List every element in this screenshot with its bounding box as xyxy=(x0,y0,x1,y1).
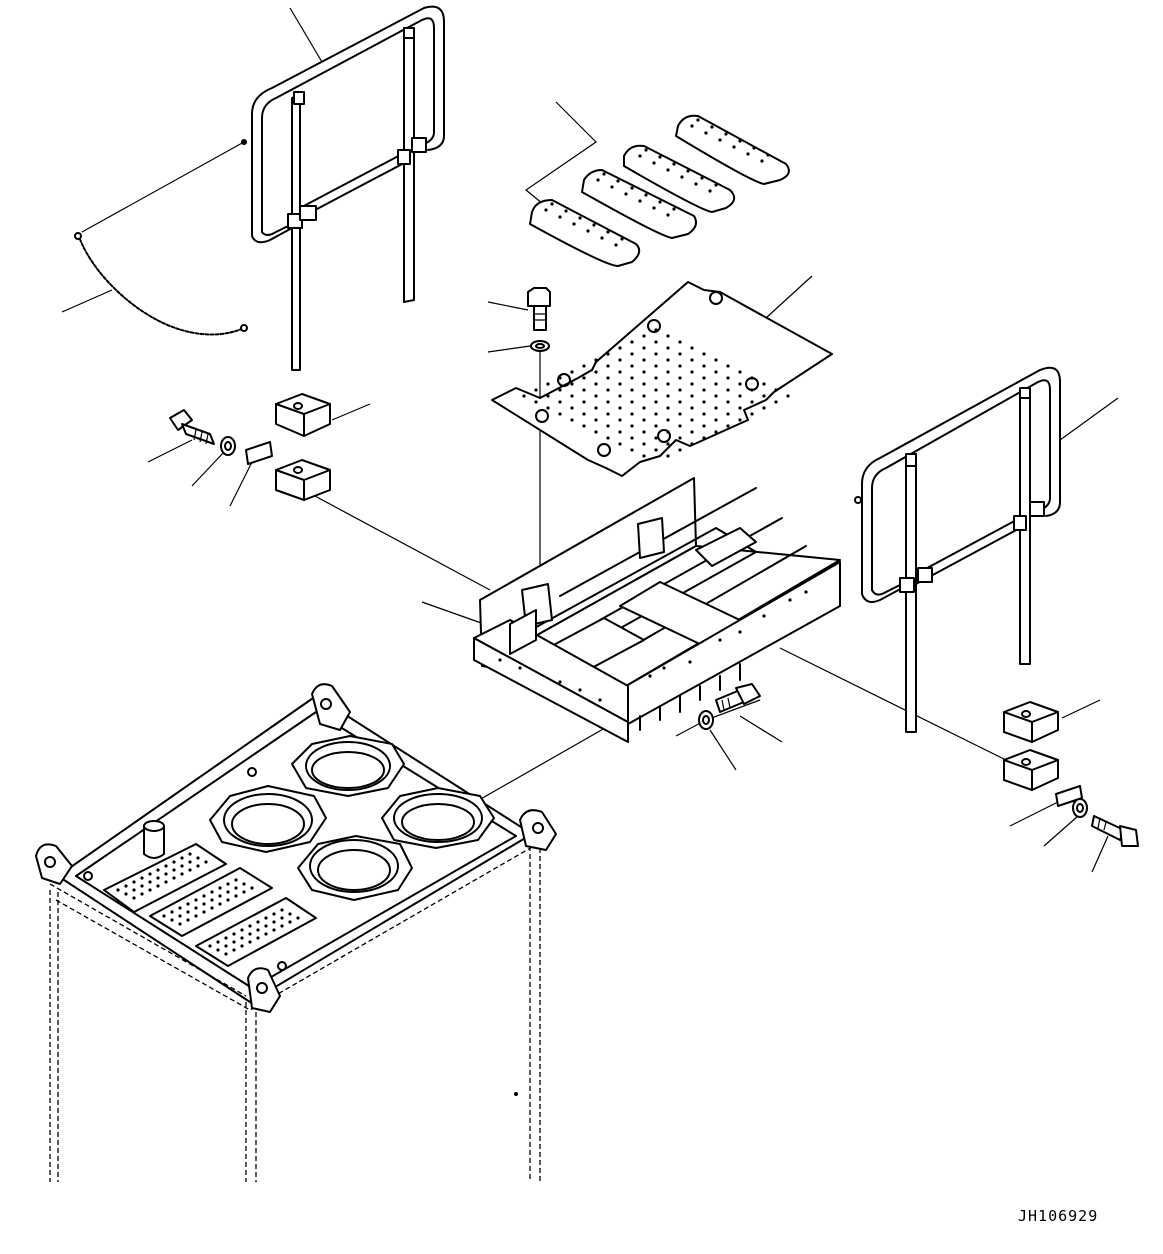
deck-plate-holes xyxy=(116,852,300,956)
leader-top-washer xyxy=(487,345,531,353)
deck-plate-3 xyxy=(195,897,317,967)
right-washer xyxy=(1072,798,1088,818)
right-bolt xyxy=(1091,815,1139,847)
left-mounting-block-lower xyxy=(275,459,331,501)
leader-right-washer xyxy=(1043,815,1079,847)
step-plate-3 xyxy=(623,144,736,213)
deck-plate-1 xyxy=(103,843,227,913)
top-washer xyxy=(530,340,550,352)
left-washer xyxy=(220,436,236,456)
drawing-id-label: JH106929 xyxy=(1018,1207,1099,1225)
swing-ring-2 xyxy=(209,785,327,853)
leader-frame xyxy=(421,601,485,625)
leader-top-bolt xyxy=(487,301,529,311)
leader-right-bolt xyxy=(1091,835,1109,873)
leader-left-block xyxy=(331,403,371,421)
left-mounting-block-upper xyxy=(275,393,331,437)
leader-left-bolt xyxy=(147,439,193,463)
leader-frame-bolt xyxy=(739,715,783,743)
left-plate xyxy=(245,441,273,465)
assembly-lines xyxy=(81,141,1011,813)
swing-ring-4 xyxy=(297,835,413,901)
floor-plate xyxy=(491,281,833,477)
deck-plate-2 xyxy=(149,867,273,937)
leader-lines xyxy=(61,7,1119,873)
chain xyxy=(74,232,248,336)
left-bolt xyxy=(169,409,215,445)
frame-bolt xyxy=(715,683,761,713)
frame-washer xyxy=(698,710,714,730)
step-plate-4 xyxy=(675,114,790,185)
step-plate-1 xyxy=(529,199,641,267)
swing-ring-1 xyxy=(291,735,405,797)
right-mounting-block-lower xyxy=(1003,749,1059,791)
right-plate xyxy=(1055,785,1083,807)
step-plates xyxy=(529,114,790,267)
leader-left-handrail xyxy=(289,7,323,63)
leader-floor-plate xyxy=(765,275,813,319)
leader-right-handrail xyxy=(1059,397,1119,441)
base-machine xyxy=(35,683,557,1182)
top-bolt xyxy=(527,287,551,331)
swing-ring-3 xyxy=(381,787,495,849)
leader-chain xyxy=(61,289,113,313)
leader-right-block xyxy=(1061,699,1101,719)
step-frame xyxy=(473,477,841,743)
stud xyxy=(143,820,165,859)
right-mounting-block-upper xyxy=(1003,701,1059,743)
leader-left-plate xyxy=(229,461,253,507)
leader-right-plate xyxy=(1009,801,1059,827)
leader-left-washer xyxy=(191,451,225,487)
right-handrail xyxy=(854,366,1061,733)
left-handrail xyxy=(241,5,445,371)
floor-plate-holes xyxy=(522,328,790,458)
step-plate-holes xyxy=(544,118,770,247)
frame-holes xyxy=(498,590,808,702)
leader-frame-washer xyxy=(709,729,737,771)
